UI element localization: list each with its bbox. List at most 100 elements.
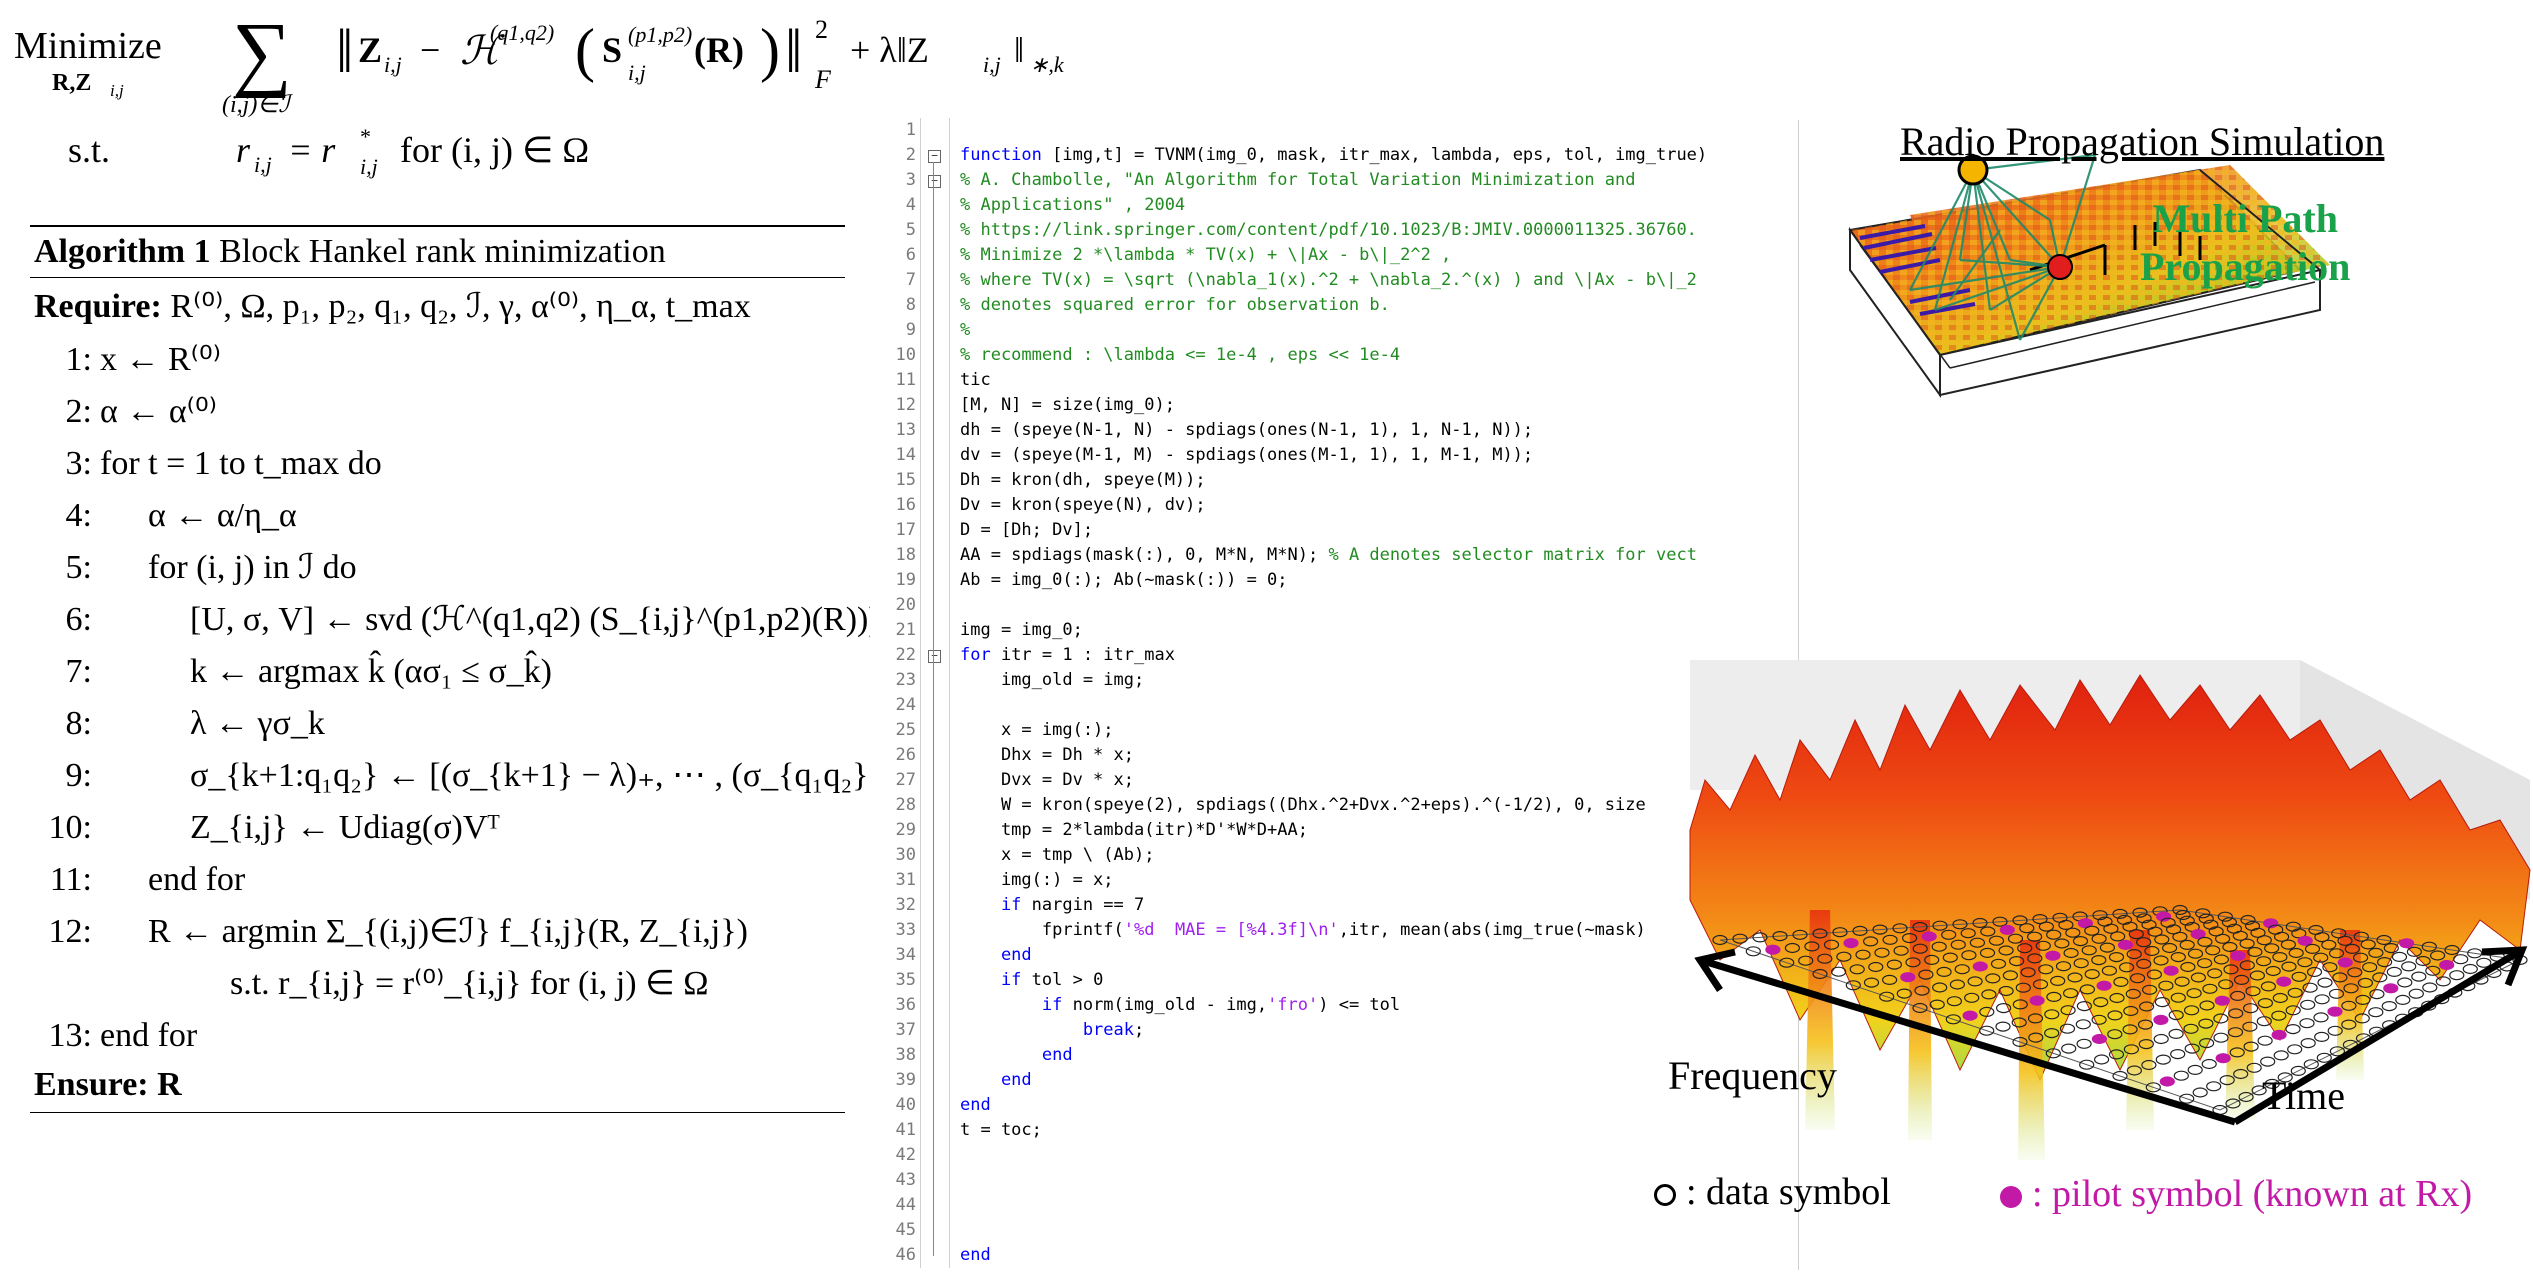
- code-line[interactable]: t = toc;: [960, 1118, 1042, 1143]
- code-line[interactable]: [M, N] = size(img_0);: [960, 393, 1175, 418]
- pilot-symbol: [1900, 972, 1916, 983]
- square-exp: 2: [815, 15, 828, 44]
- data-symbol: [1882, 934, 1898, 945]
- code-line-number: 32: [895, 895, 916, 915]
- code-line[interactable]: end: [960, 1043, 1073, 1068]
- data-symbol: [2240, 914, 2256, 926]
- fold-toggle-icon[interactable]: −: [928, 650, 941, 663]
- data-symbol: [1745, 946, 1761, 957]
- code-line[interactable]: % A. Chambolle, "An Algorithm for Total …: [960, 168, 1636, 193]
- code-line[interactable]: img = img_0;: [960, 618, 1083, 643]
- data-symbol: [2168, 1028, 2184, 1039]
- data-symbol: [2107, 1010, 2123, 1021]
- code-line[interactable]: break;: [960, 1018, 1144, 1043]
- code-line[interactable]: end: [960, 1243, 991, 1268]
- line-text: λ ← γσ_k: [190, 705, 325, 742]
- data-symbol: [2327, 1025, 2343, 1036]
- code-line[interactable]: D = [Dh; Dv];: [960, 518, 1093, 543]
- code-line[interactable]: % recommend : \lambda <= 1e-4 , eps << 1…: [960, 343, 1400, 368]
- code-line-number: 45: [895, 1220, 916, 1240]
- code-line[interactable]: % Applications" , 2004: [960, 193, 1185, 218]
- code-token: Dv = kron(speye(N), dv);: [960, 495, 1206, 515]
- code-line[interactable]: Ab = img_0(:); Ab(~mask(:)) = 0;: [960, 568, 1288, 593]
- code-line-number: 13: [895, 420, 916, 440]
- code-line[interactable]: for itr = 1 : itr_max: [960, 643, 1175, 668]
- data-symbol: [2313, 952, 2329, 963]
- code-line[interactable]: AA = spdiags(mask(:), 0, M*N, M*N); % A …: [960, 543, 1697, 568]
- data-symbol: [2155, 1054, 2171, 1065]
- code-line[interactable]: end: [960, 1068, 1032, 1093]
- code-token: if: [960, 995, 1063, 1015]
- pilot-symbol: [1765, 944, 1781, 955]
- code-line[interactable]: img(:) = x;: [960, 868, 1114, 893]
- norm-body-sub: i,j: [384, 52, 402, 77]
- code-line[interactable]: Dh = kron(dh, speye(M));: [960, 468, 1206, 493]
- code-line[interactable]: %: [960, 318, 970, 343]
- code-line[interactable]: end: [960, 1093, 991, 1118]
- code-line[interactable]: Dhx = Dh * x;: [960, 743, 1134, 768]
- data-symbol: [2099, 942, 2115, 953]
- code-line[interactable]: % https://link.springer.com/content/pdf/…: [960, 218, 1697, 243]
- fold-toggle-icon[interactable]: −: [928, 150, 941, 163]
- data-symbol: [2444, 944, 2460, 956]
- code-token: itr = 1 : itr_max: [990, 645, 1175, 665]
- data-symbol: [2256, 935, 2272, 946]
- data-symbol: [2130, 973, 2146, 984]
- pilot-symbol: [2327, 1006, 2343, 1017]
- multipath-label: Multi Path Propagation: [2140, 195, 2350, 291]
- code-token: x = tmp \ (Ab);: [960, 845, 1155, 865]
- code-line[interactable]: % where TV(x) = \sqrt (\nabla_1(x).^2 + …: [960, 268, 1697, 293]
- code-line[interactable]: W = kron(speye(2), spdiags((Dhx.^2+Dvx.^…: [960, 793, 1646, 818]
- code-area[interactable]: function [img,t] = TVNM(img_0, mask, itr…: [960, 118, 1750, 1268]
- code-line[interactable]: if tol > 0: [960, 968, 1103, 993]
- data-symbol: [2202, 983, 2218, 994]
- pilot-symbol: [2117, 939, 2134, 950]
- code-line[interactable]: x = img(:);: [960, 718, 1114, 743]
- code-line[interactable]: dv = (speye(M-1, M) - spdiags(ones(M-1, …: [960, 443, 1533, 468]
- fold-toggle-icon[interactable]: −: [928, 175, 941, 188]
- line-number: 3:: [65, 445, 92, 482]
- code-token: dv = (speye(M-1, M) - spdiags(ones(M-1, …: [960, 445, 1534, 465]
- data-symbol: [1932, 920, 1948, 931]
- pilot-symbol: [2159, 1076, 2175, 1087]
- code-token: % recommend : \lambda <= 1e-4 , eps << 1…: [960, 345, 1401, 365]
- pilot-symbol: [2163, 965, 2179, 976]
- data-symbol: [2228, 1008, 2244, 1019]
- algorithm-line: 4:α ← α/η_α: [30, 490, 845, 542]
- data-symbol: [2249, 970, 2266, 981]
- code-line[interactable]: fprintf('%d MAE = [%4.3f]\n',itr, mean(a…: [960, 918, 1646, 943]
- code-line[interactable]: Dvx = Dv * x;: [960, 768, 1134, 793]
- data-symbol: [1732, 933, 1748, 944]
- time-axis-label: Time: [2262, 1073, 2346, 1118]
- code-token: Dvx = Dv * x;: [960, 770, 1134, 790]
- code-line[interactable]: img_old = img;: [960, 668, 1144, 693]
- code-line[interactable]: x = tmp \ (Ab);: [960, 843, 1155, 868]
- algorithm-line: 7:k ← argmax k̂ (ασ₁ ≤ σ_k̂): [30, 646, 845, 698]
- data-symbol: [2357, 977, 2374, 988]
- data-symbol: [1936, 966, 1952, 977]
- constraint-star: *: [360, 124, 371, 149]
- line-text: α ← α⁽⁰⁾: [100, 393, 217, 430]
- code-line[interactable]: if nargin == 7: [960, 893, 1144, 918]
- code-line[interactable]: function [img,t] = TVNM(img_0, mask, itr…: [960, 143, 1707, 168]
- data-symbol: [2227, 1027, 2244, 1038]
- code-line-number: 36: [895, 995, 916, 1015]
- data-symbol: [1812, 968, 1828, 980]
- code-line[interactable]: if norm(img_old - img,'fro') <= tol: [960, 993, 1400, 1018]
- data-symbol: [1893, 945, 1909, 956]
- code-line[interactable]: end: [960, 943, 1032, 968]
- data-symbol: [2072, 936, 2089, 947]
- data-symbol: [2142, 984, 2158, 995]
- data-symbol: [2391, 951, 2408, 962]
- pilot-symbol: [1921, 931, 1937, 942]
- code-line[interactable]: % denotes squared error for observation …: [960, 293, 1390, 318]
- code-token: tmp = 2*lambda(itr)*D'*W*D+AA;: [960, 820, 1308, 840]
- code-line[interactable]: Dv = kron(speye(N), dv);: [960, 493, 1206, 518]
- channel-surface-figure: [1689, 660, 2531, 1160]
- code-line[interactable]: % Minimize 2 *\lambda * TV(x) + \|Ax - b…: [960, 243, 1451, 268]
- code-line[interactable]: dh = (speye(N-1, N) - spdiags(ones(N-1, …: [960, 418, 1533, 443]
- code-line[interactable]: tmp = 2*lambda(itr)*D'*W*D+AA;: [960, 818, 1308, 843]
- code-line[interactable]: tic: [960, 368, 991, 393]
